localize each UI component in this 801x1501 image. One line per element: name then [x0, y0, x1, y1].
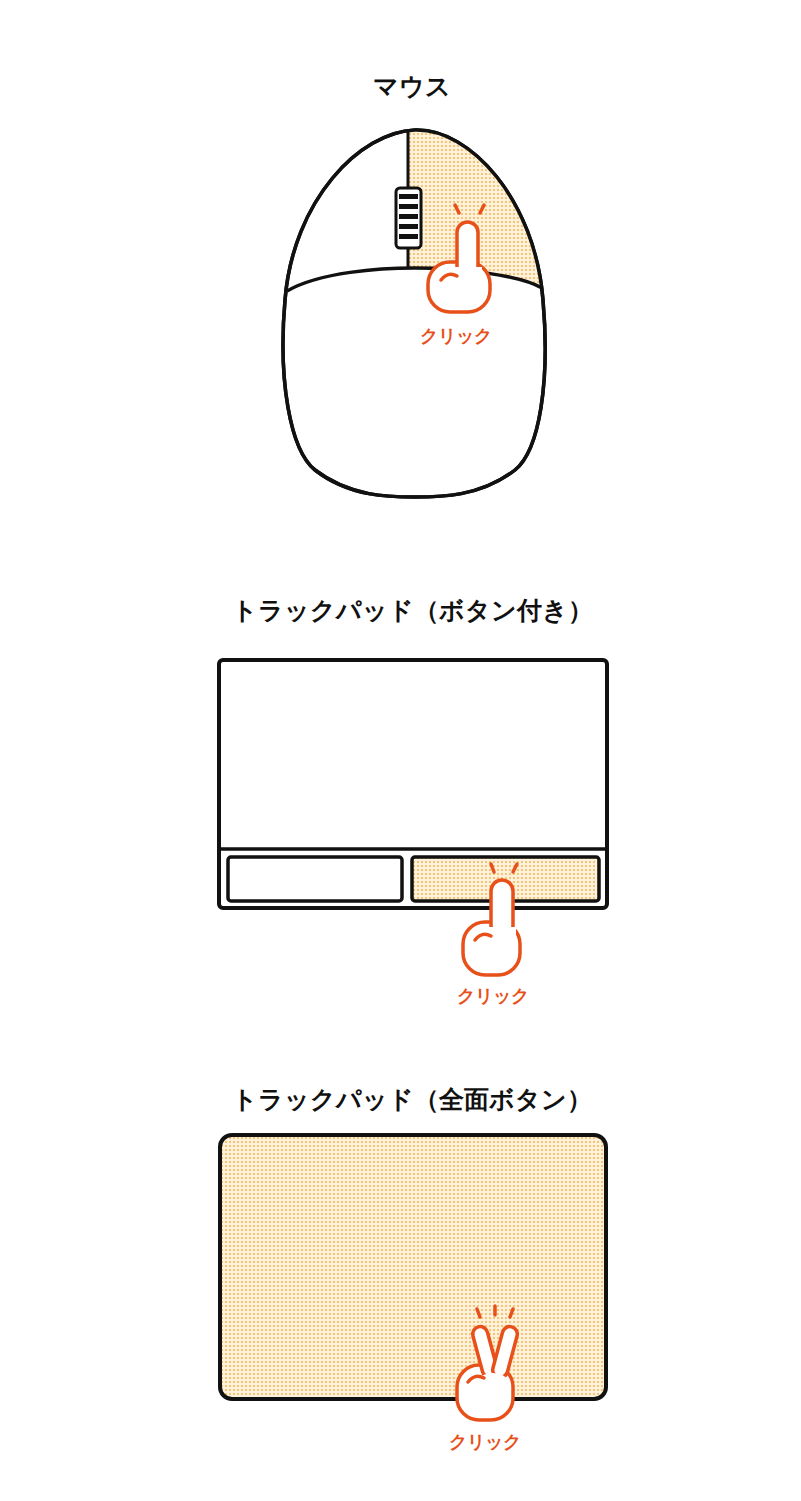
- trackpad-buttons-figure: [219, 660, 607, 908]
- click-label: クリック: [457, 985, 529, 1007]
- device-group: トラックパッド（全面ボタン）: [212, 1085, 612, 1403]
- device-heading: マウス: [277, 72, 547, 102]
- device-heading: トラックパッド（ボタン付き）: [212, 596, 612, 626]
- hand-icon: [428, 205, 490, 312]
- mouse-figure: [283, 120, 560, 497]
- device-group: トラックパッド（ボタン付き）: [212, 596, 612, 912]
- click-label: クリック: [449, 1431, 521, 1453]
- click-label: クリック: [420, 325, 492, 347]
- hand-icon: [457, 1306, 519, 1420]
- trackpad-full-figure: [220, 1135, 606, 1399]
- hand-icon: [463, 864, 520, 975]
- device-group: マウス: [277, 72, 547, 502]
- device-heading: トラックパッド（全面ボタン）: [212, 1085, 612, 1115]
